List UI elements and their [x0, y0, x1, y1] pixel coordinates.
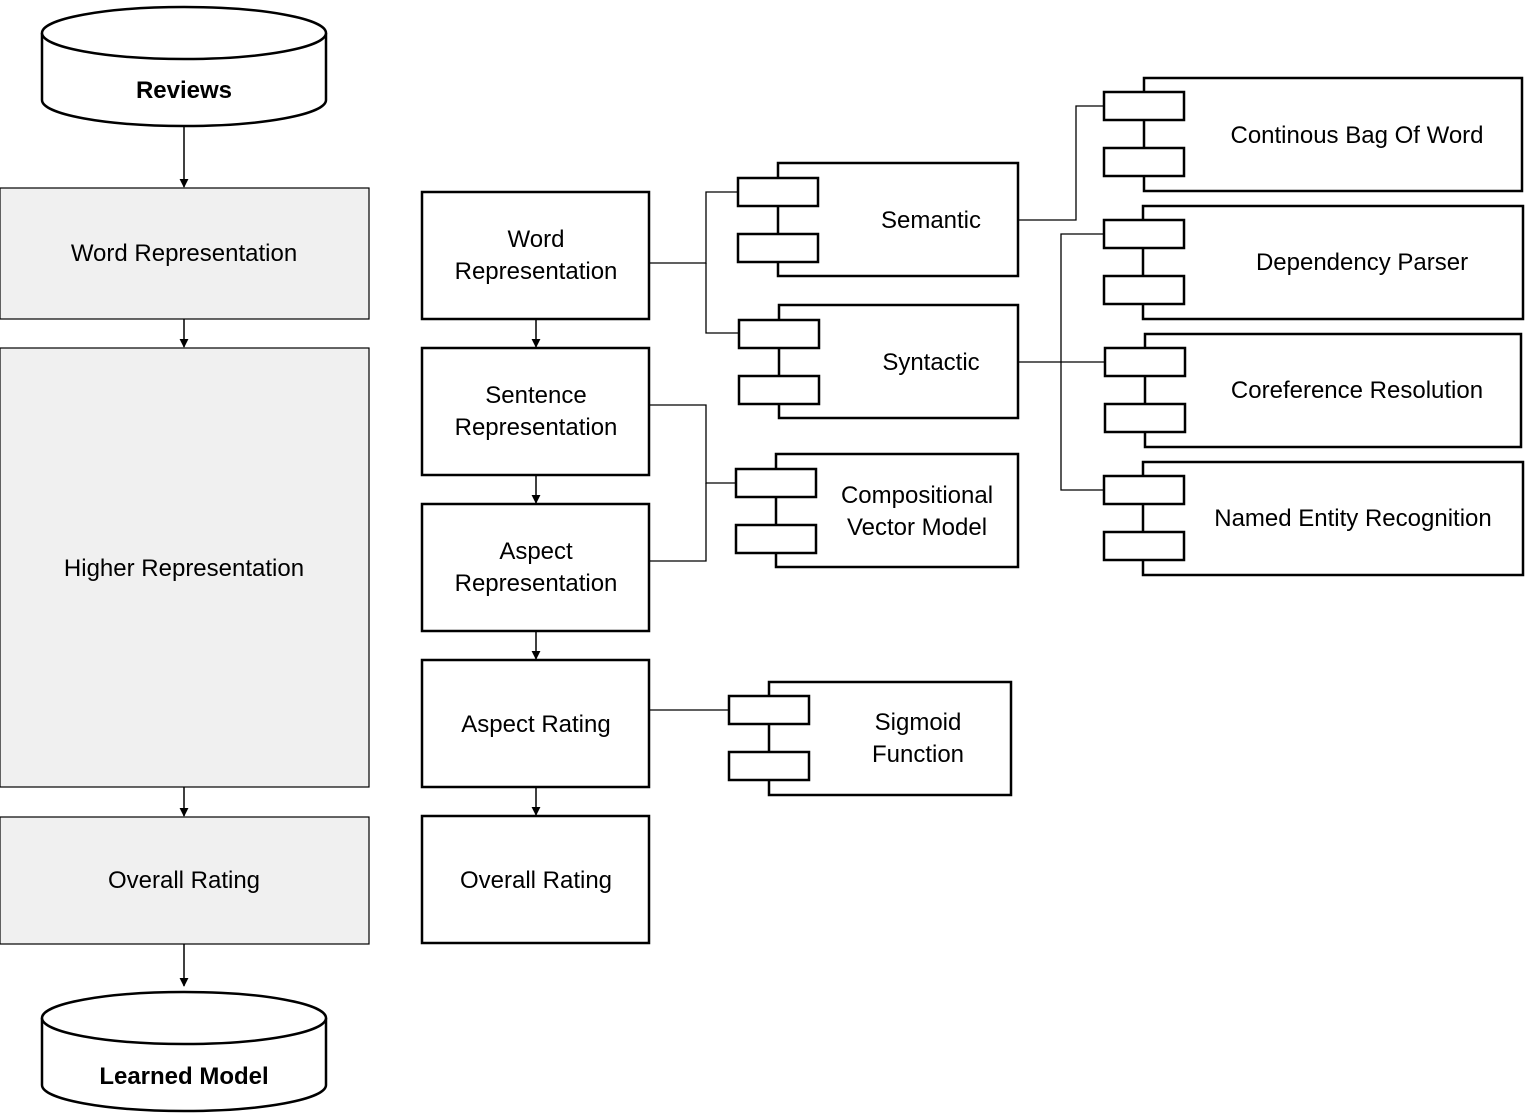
component-dependency-parser-label: Dependency Parser [1256, 249, 1468, 276]
connector-syntactic-ner [1060, 362, 1104, 491]
component-dependency-parser: Dependency Parser [1102, 204, 1525, 321]
connector-syntactic-dependency [1060, 233, 1104, 362]
component-compositional-vector-model: Compositional Vector Model [734, 452, 1020, 569]
component-continous-bag-of-word: Continous Bag Of Word [1102, 76, 1524, 193]
connector-word-syntactic [705, 263, 739, 334]
reviews-label: Reviews [136, 77, 232, 104]
component-sigmoid-line1: Sigmoid [875, 709, 962, 736]
sentence-representation-line2: Representation [455, 414, 618, 441]
component-compositional-line2: Vector Model [847, 514, 987, 541]
aspect-representation-box: Aspect Representation [420, 502, 651, 633]
aspect-representation-line1: Aspect [499, 538, 573, 565]
component-syntactic-label: Syntactic [882, 349, 979, 376]
connector-semantic-cbow [1018, 105, 1104, 221]
word-representation-line1: Word [508, 226, 565, 253]
sentence-representation-box: Sentence Representation [420, 346, 651, 477]
stage-word-representation-label: Word Representation [71, 240, 297, 267]
stage-overall-rating: Overall Rating [0, 816, 370, 945]
connector-aspect-compositional [649, 483, 707, 562]
reviews-database: Reviews [40, 5, 328, 128]
connector-sentence-compositional [649, 404, 736, 484]
overall-rating-label: Overall Rating [460, 867, 612, 894]
component-cbow-label: Continous Bag Of Word [1230, 122, 1483, 149]
learned-model-database: Learned Model [40, 990, 328, 1113]
sentence-representation-line1: Sentence [485, 382, 586, 409]
connector-word-semantic [649, 191, 738, 264]
component-compositional-line1: Compositional [841, 482, 993, 509]
component-coreference-resolution: Coreference Resolution [1103, 332, 1523, 449]
component-semantic: Semantic [736, 161, 1020, 278]
component-syntactic: Syntactic [737, 303, 1020, 420]
component-named-entity-recognition: Named Entity Recognition [1102, 460, 1525, 577]
aspect-rating-box: Aspect Rating [420, 658, 651, 789]
component-ner-label: Named Entity Recognition [1214, 505, 1491, 532]
component-coreference-label: Coreference Resolution [1231, 377, 1483, 404]
word-representation-line2: Representation [455, 258, 618, 285]
stage-word-representation: Word Representation [0, 187, 370, 320]
component-semantic-label: Semantic [881, 207, 981, 234]
learned-model-label: Learned Model [99, 1063, 268, 1090]
component-sigmoid-function: Sigmoid Function [727, 680, 1013, 797]
word-representation-box: Word Representation [420, 190, 651, 321]
overall-rating-box: Overall Rating [420, 814, 651, 945]
aspect-rating-label: Aspect Rating [461, 711, 610, 738]
stage-higher-representation: Higher Representation [0, 347, 370, 788]
stage-overall-rating-label: Overall Rating [108, 867, 260, 894]
aspect-representation-line2: Representation [455, 570, 618, 597]
stage-higher-representation-label: Higher Representation [64, 555, 304, 582]
component-sigmoid-line2: Function [872, 741, 964, 768]
